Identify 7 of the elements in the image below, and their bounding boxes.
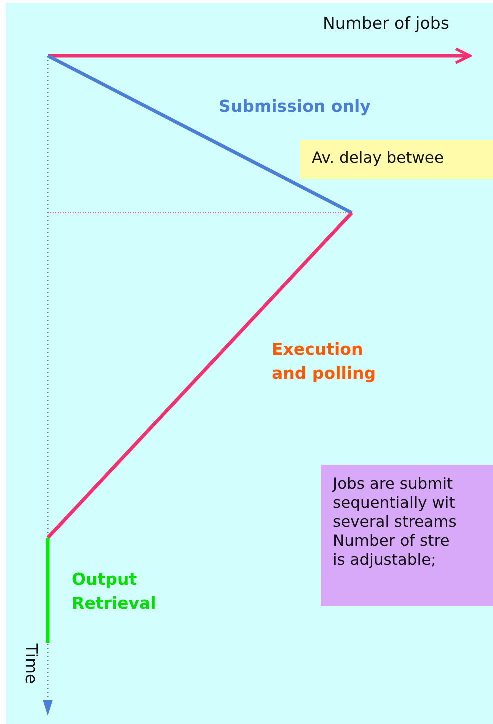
axis-label: Number of jobs	[323, 14, 450, 34]
phase-label: Output Retrieval	[72, 569, 158, 615]
phase-label: Execution and polling	[272, 339, 378, 385]
note-box: Jobs are submit sequentially wit several streams Number of stre is adjustable;	[321, 465, 493, 606]
axis-label: Time	[21, 644, 41, 684]
note-box: Av. delay betwee	[300, 140, 493, 179]
phase-label: Submission only	[219, 97, 371, 117]
